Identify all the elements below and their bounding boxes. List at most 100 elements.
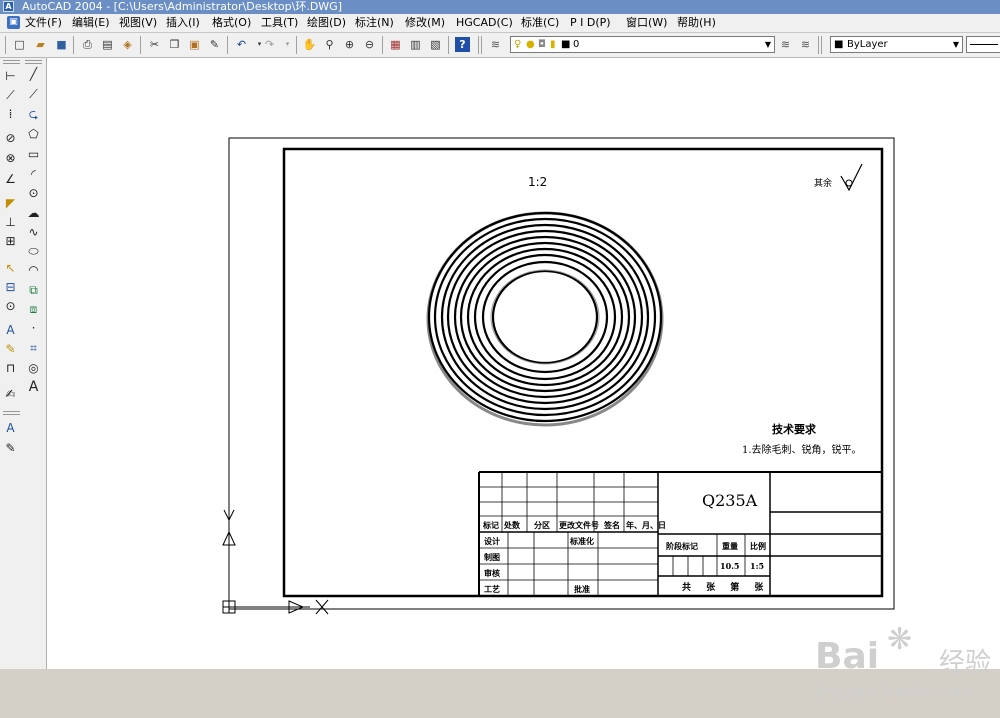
multiline-text-icon[interactable]: A	[28, 379, 39, 395]
dimension-update-icon[interactable]: ⊓	[5, 361, 16, 375]
menu-modify[interactable]: 修改(M)	[405, 16, 446, 29]
line-icon[interactable]: ╱	[29, 67, 38, 81]
menu-help[interactable]: 帮助(H)	[677, 16, 716, 29]
continue-dimension-icon[interactable]: ⊞	[5, 234, 16, 248]
layer-viewport-icon[interactable]: ◘	[538, 39, 546, 50]
quick-dimension-icon[interactable]: ◤	[5, 196, 16, 210]
menu-edit[interactable]: 编辑(E)	[72, 16, 110, 29]
open-icon[interactable]: ▰	[36, 38, 45, 51]
zoom-previous-icon[interactable]: ⊖	[364, 38, 375, 51]
match-properties-icon[interactable]: ✎	[209, 38, 220, 51]
pan-icon[interactable]: ✋	[302, 38, 317, 51]
plot-preview-icon[interactable]: ▤	[102, 38, 113, 51]
zoom-realtime-icon[interactable]: ⚲	[325, 38, 334, 51]
menu-insert[interactable]: 插入(I)	[166, 16, 200, 29]
tool-palettes-icon[interactable]: ▧	[430, 38, 441, 51]
label-ratio: 比例	[750, 541, 766, 551]
new-icon[interactable]: □	[14, 38, 25, 51]
dimension-edit-icon[interactable]: A	[6, 323, 15, 337]
menu-standard[interactable]: 标准(C)	[521, 16, 560, 29]
diameter-dimension-icon[interactable]: ⊗	[5, 151, 16, 165]
document-icon[interactable]: ▣	[7, 16, 20, 29]
edit-text-icon[interactable]: ✎	[5, 441, 16, 455]
color-swatch: ■	[834, 39, 844, 50]
design-center-icon[interactable]: ▥	[410, 38, 421, 51]
menu-draw[interactable]: 绘图(D)	[307, 16, 347, 29]
point-icon[interactable]: ·	[31, 321, 36, 335]
save-icon[interactable]: ■	[56, 38, 67, 51]
layer-on-icon[interactable]: ♀	[514, 39, 522, 50]
label-process: 工艺	[484, 584, 500, 594]
ucs-icon	[222, 509, 329, 615]
ordinate-dimension-icon[interactable]: ⁞	[8, 107, 13, 121]
tech-requirements-item: 1.去除毛刺、锐角，锐平。	[742, 443, 862, 456]
menu-file[interactable]: 文件(F)	[25, 16, 62, 29]
menu-tools[interactable]: 工具(T)	[261, 16, 299, 29]
construction-line-icon[interactable]: ⟋	[29, 87, 38, 101]
dimension-style-icon[interactable]: ✍	[5, 387, 16, 401]
color-dropdown[interactable]: ■ ByLayer ▼	[830, 36, 963, 53]
revision-cloud-icon[interactable]: ☁	[27, 206, 40, 220]
layer-freeze-icon[interactable]: ●	[526, 39, 535, 50]
menu-view[interactable]: 视图(V)	[119, 16, 158, 29]
label-stage-mark: 阶段标记	[666, 541, 698, 551]
arc-icon[interactable]: ◜	[31, 167, 36, 181]
aligned-dimension-icon[interactable]: ⟋	[6, 88, 15, 102]
undo-dropdown-icon[interactable]: ▾	[257, 40, 262, 48]
redo-icon[interactable]: ↷	[264, 38, 275, 51]
publish-icon[interactable]: ◈	[123, 38, 132, 51]
menu-dimension[interactable]: 标注(N)	[355, 16, 394, 29]
menu-pid[interactable]: P I D(P)	[570, 16, 611, 29]
baseline-dimension-icon[interactable]: ⊥	[5, 215, 16, 229]
help-icon[interactable]: ?	[455, 37, 470, 52]
radius-dimension-icon[interactable]: ⊘	[5, 131, 16, 145]
polygon-icon[interactable]: ⬠	[28, 127, 39, 141]
center-mark-icon[interactable]: ⊙	[5, 299, 16, 313]
chevron-down-icon[interactable]: ▼	[952, 40, 959, 49]
make-block-icon[interactable]: ⧈	[29, 302, 38, 316]
region-icon[interactable]: ◎	[28, 361, 39, 375]
label-draw: 制图	[484, 552, 500, 562]
label-mark: 标记	[482, 520, 499, 530]
drawing-svg: 1:2 其余 技术要求 1.去除毛刺、锐角，锐平。	[222, 137, 895, 615]
tolerance-icon[interactable]: ⊟	[5, 280, 16, 294]
plot-icon[interactable]: ⎙	[83, 38, 92, 51]
chevron-down-icon[interactable]: ▼	[764, 40, 771, 49]
rectangle-icon[interactable]: ▭	[27, 147, 40, 161]
layer-color-swatch: ■	[561, 39, 571, 50]
text-style-icon[interactable]: A	[6, 421, 15, 435]
layer-lock-icon[interactable]: ▮	[550, 39, 556, 50]
cut-icon[interactable]: ✂	[149, 38, 160, 51]
layer-previous-icon[interactable]: ≋	[800, 38, 811, 51]
layer-manager-icon[interactable]: ≋	[490, 38, 501, 51]
redo-dropdown-icon[interactable]: ▾	[285, 40, 290, 48]
watermark-brand: Bai	[815, 636, 880, 677]
copy-icon[interactable]: ❐	[169, 38, 180, 51]
make-object-layer-current-icon[interactable]: ≋	[780, 38, 791, 51]
drawing-area[interactable]: 1:2 其余 技术要求 1.去除毛刺、锐角，锐平。	[47, 58, 1000, 702]
polyline-icon[interactable]: ⮎	[28, 107, 39, 121]
autocad-app-icon[interactable]: A	[3, 1, 14, 12]
label-weight: 重量	[722, 541, 738, 551]
leader-icon[interactable]: ↖	[5, 261, 16, 275]
ellipse-arc-icon[interactable]: ◠	[28, 263, 39, 277]
menu-window[interactable]: 窗口(W)	[626, 16, 668, 29]
undo-icon[interactable]: ↶	[236, 38, 247, 51]
insert-block-icon[interactable]: ⧉	[29, 283, 38, 297]
paste-icon[interactable]: ▣	[189, 38, 200, 51]
ratio-value: 1:5	[750, 561, 764, 571]
menu-hgcad[interactable]: HGCAD(C)	[456, 16, 513, 29]
layer-name: 0	[573, 39, 580, 50]
spline-icon[interactable]: ∿	[28, 225, 39, 239]
linear-dimension-icon[interactable]: ⊢	[5, 69, 16, 83]
properties-icon[interactable]: ▦	[390, 38, 401, 51]
circle-icon[interactable]: ⊙	[28, 186, 39, 200]
zoom-window-icon[interactable]: ⊕	[344, 38, 355, 51]
ellipse-icon[interactable]: ⬭	[28, 244, 39, 258]
angular-dimension-icon[interactable]: ∠	[5, 172, 16, 186]
hatch-icon[interactable]: ⌗	[30, 341, 37, 355]
linetype-dropdown[interactable]	[966, 36, 1000, 53]
layer-dropdown[interactable]: ♀ ● ◘ ▮ ■ 0 ▼	[510, 36, 775, 53]
dimension-text-edit-icon[interactable]: ✎	[5, 342, 16, 356]
menu-format[interactable]: 格式(O)	[212, 16, 252, 29]
